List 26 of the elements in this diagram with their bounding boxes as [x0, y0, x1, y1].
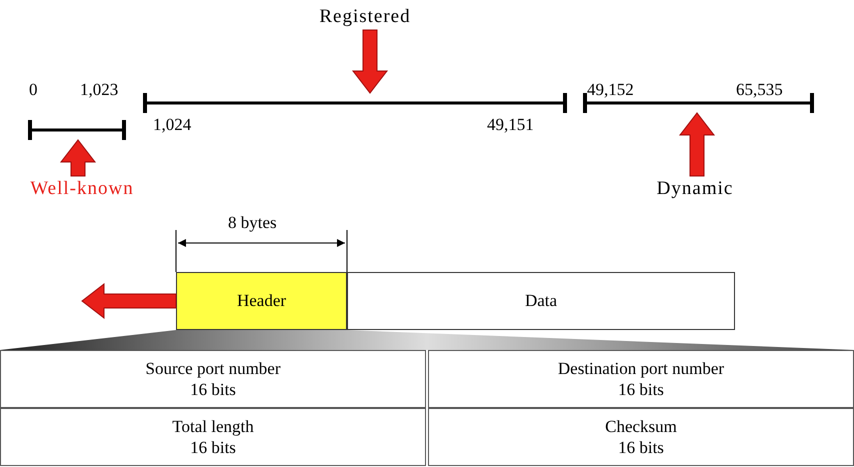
range-number: 0 — [29, 80, 38, 100]
range-label: Dynamic — [630, 176, 760, 202]
block-arrow — [60, 139, 96, 176]
range-label: Registered — [290, 4, 440, 30]
block-arrow — [81, 282, 176, 320]
range-number: 1,024 — [153, 115, 192, 135]
packet-field-box: Header — [176, 272, 347, 330]
range-number: 49,151 — [487, 115, 534, 135]
field-size: 16 bits — [618, 437, 664, 458]
field-name: Source port number — [145, 358, 281, 379]
block-arrow — [352, 30, 388, 94]
field-name: Checksum — [605, 416, 677, 437]
range-number: 1,023 — [80, 80, 118, 100]
range-label: Well-known — [0, 176, 164, 202]
dimension-label: 8 bytes — [228, 213, 277, 233]
field-name: Total length — [172, 416, 254, 437]
field-size: 16 bits — [618, 379, 664, 400]
packet-field-box: Data — [347, 272, 735, 330]
field-name: Destination port number — [558, 358, 724, 379]
field-size: 16 bits — [190, 437, 236, 458]
range-number: 65,535 — [736, 80, 783, 100]
range-number: 49,152 — [587, 80, 634, 100]
range-bar — [28, 120, 126, 140]
block-arrow — [678, 112, 716, 176]
field-size: 16 bits — [190, 379, 236, 400]
range-bar — [143, 93, 567, 113]
